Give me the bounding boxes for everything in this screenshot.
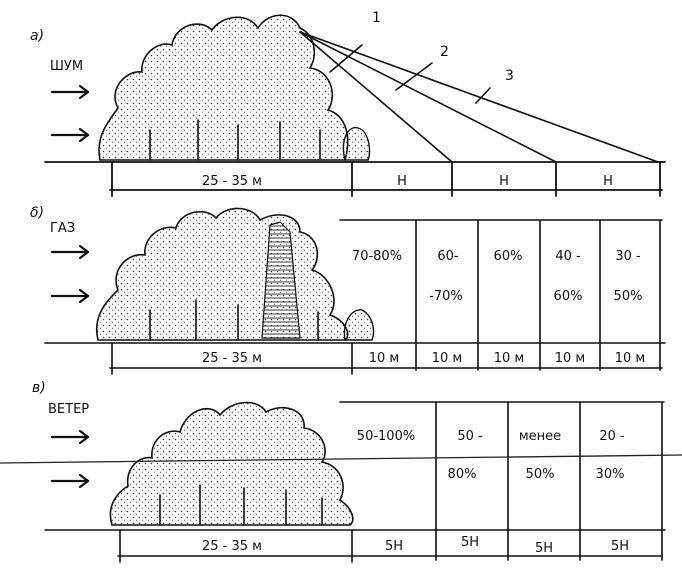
reduction-value: 50-100%	[357, 429, 415, 444]
reduction-table	[44, 401, 666, 563]
reduction-value: менее	[519, 429, 561, 444]
belt-width-label: 25 - 35 м	[202, 351, 262, 366]
arrow-icon	[50, 127, 90, 143]
arrow-icon	[50, 288, 90, 304]
panel-noise: а) ШУМ 1	[30, 10, 666, 197]
panel-gas: δ) ГАЗ	[30, 205, 666, 375]
arrow-icon	[50, 244, 90, 260]
zone-label: 5Н	[385, 539, 403, 554]
arrow-icon	[50, 429, 90, 445]
ray-label-2: 2	[440, 44, 449, 60]
factor-label: ГАЗ	[50, 221, 75, 236]
belt-width-label: 25 - 35 м	[202, 174, 262, 189]
panel-letter: а)	[30, 28, 44, 44]
ray-label-3: 3	[505, 68, 514, 84]
reduction-table	[44, 219, 666, 375]
zone-label: Н	[397, 174, 407, 189]
zone-label: 10 м	[494, 351, 524, 366]
zone-label: 5Н	[535, 541, 553, 556]
reduction-value: 50%	[614, 289, 643, 304]
reduction-value: 20 -	[599, 429, 625, 444]
reduction-value: 40 -	[555, 249, 581, 264]
panel-wind: в) ВЕТЕР	[0, 380, 682, 563]
arrow-icon	[50, 473, 90, 489]
zone-label: Н	[499, 174, 509, 189]
sound-rays	[299, 31, 659, 163]
reduction-value: 30 -	[615, 249, 641, 264]
zone-label: 5Н	[461, 535, 479, 550]
zone-label: 10 м	[615, 351, 645, 366]
reduction-value: -70%	[429, 289, 463, 304]
tree-belt-illustration	[98, 14, 371, 161]
crossing-line	[0, 454, 682, 464]
zone-label: Н	[603, 174, 613, 189]
factor-label: ВЕТЕР	[48, 402, 89, 417]
reduction-value: 50 -	[457, 429, 483, 444]
zone-label: 10 м	[555, 351, 585, 366]
belt-width-label: 25 - 35 м	[202, 539, 262, 554]
arrow-icon	[50, 84, 90, 100]
reduction-value: 30%	[596, 467, 625, 482]
tree-belt-illustration	[95, 207, 375, 341]
ray-label-1: 1	[372, 10, 381, 26]
panel-letter: в)	[32, 380, 46, 396]
reduction-value: 60%	[554, 289, 583, 304]
reduction-value: 50%	[526, 467, 555, 482]
reduction-value: 60%	[494, 249, 523, 264]
zone-label: 5Н	[611, 539, 629, 554]
reduction-value: 80%	[448, 467, 477, 482]
ground-line	[44, 161, 666, 197]
panel-letter: δ)	[30, 205, 44, 221]
zone-label: 10 м	[432, 351, 462, 366]
reduction-value: 70-80%	[352, 249, 402, 264]
reduction-value: 60-	[437, 249, 459, 264]
zone-label: 10 м	[369, 351, 399, 366]
factor-label: ШУМ	[50, 59, 83, 74]
tree-belt-illustration	[109, 401, 354, 526]
